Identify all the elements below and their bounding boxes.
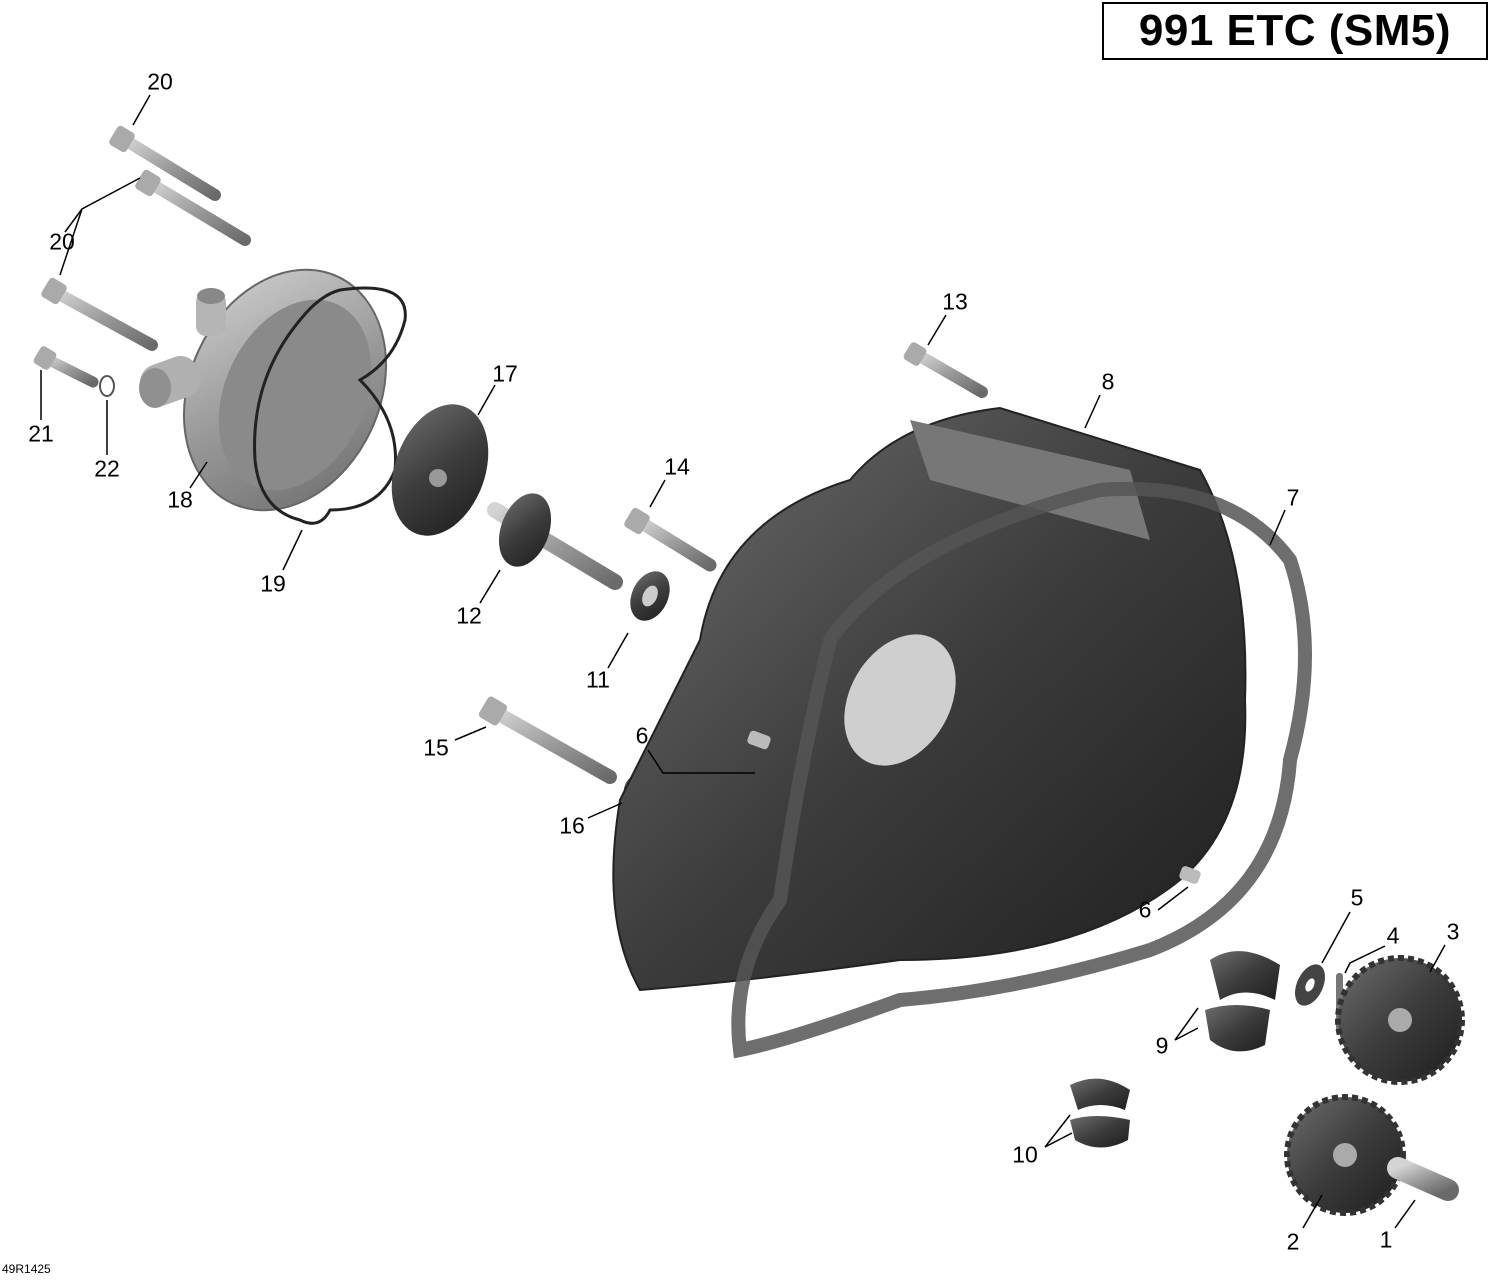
callout-4: 4 [1386,922,1400,949]
callout-13: 13 [942,288,968,315]
water-pump-housing-18 [139,268,388,512]
screw-13 [903,342,988,398]
callout-19: 19 [260,570,286,597]
screw-20-mid [135,169,251,246]
callout-18: 18 [167,486,193,513]
housing-o-ring-19 [253,286,407,525]
callout-1: 1 [1379,1226,1393,1253]
bearing-shells-10 [1070,1078,1130,1148]
thrust-washer-5 [1294,964,1326,1006]
o-ring-22 [99,375,115,397]
shaft-seal-11 [630,571,670,621]
callout-12: 12 [456,602,482,629]
screw-21 [33,346,99,388]
model-title-box: 991 ETC (SM5) [1102,2,1488,60]
impeller-17 [391,404,489,536]
callout-9: 9 [1155,1032,1169,1059]
callout-7: 7 [1286,484,1300,511]
screw-20-low [41,277,158,351]
lower-gear-2 [1284,1094,1406,1216]
callout-20a: 20 [147,68,173,95]
callout-2: 2 [1286,1228,1300,1255]
upper-gear-3 [1335,955,1465,1085]
model-title: 991 ETC (SM5) [1138,6,1452,55]
dowel-pin-6b [1179,866,1201,884]
callout-15: 15 [423,734,449,761]
callout-21: 21 [28,420,54,447]
callout-11: 11 [586,666,610,693]
reference-code: 49R1425 [2,1262,51,1276]
callout-17: 17 [492,360,518,387]
engine-cover-8 [612,406,1247,992]
callout-16: 16 [559,812,585,839]
bearing-shells-9 [1205,951,1280,1052]
water-pump-shaft-12 [487,493,623,590]
callout-20b: 20 [49,228,75,255]
screw-20-top [109,125,221,201]
dowel-pin-6a [747,730,771,750]
gear-shaft-pin-1 [1387,1157,1459,1201]
callout-3: 3 [1446,918,1460,945]
callout-6a: 6 [635,722,649,749]
callout-5: 5 [1350,884,1364,911]
screw-15 [478,696,617,784]
screw-14 [624,507,717,572]
cover-gasket-7 [731,481,1312,1059]
callout-14: 14 [664,453,690,480]
callout-6b: 6 [1138,896,1152,923]
callout-8: 8 [1101,368,1115,395]
callout-10: 10 [1012,1141,1038,1168]
callout-22: 22 [94,455,120,482]
leader-lines [40,94,1446,1229]
